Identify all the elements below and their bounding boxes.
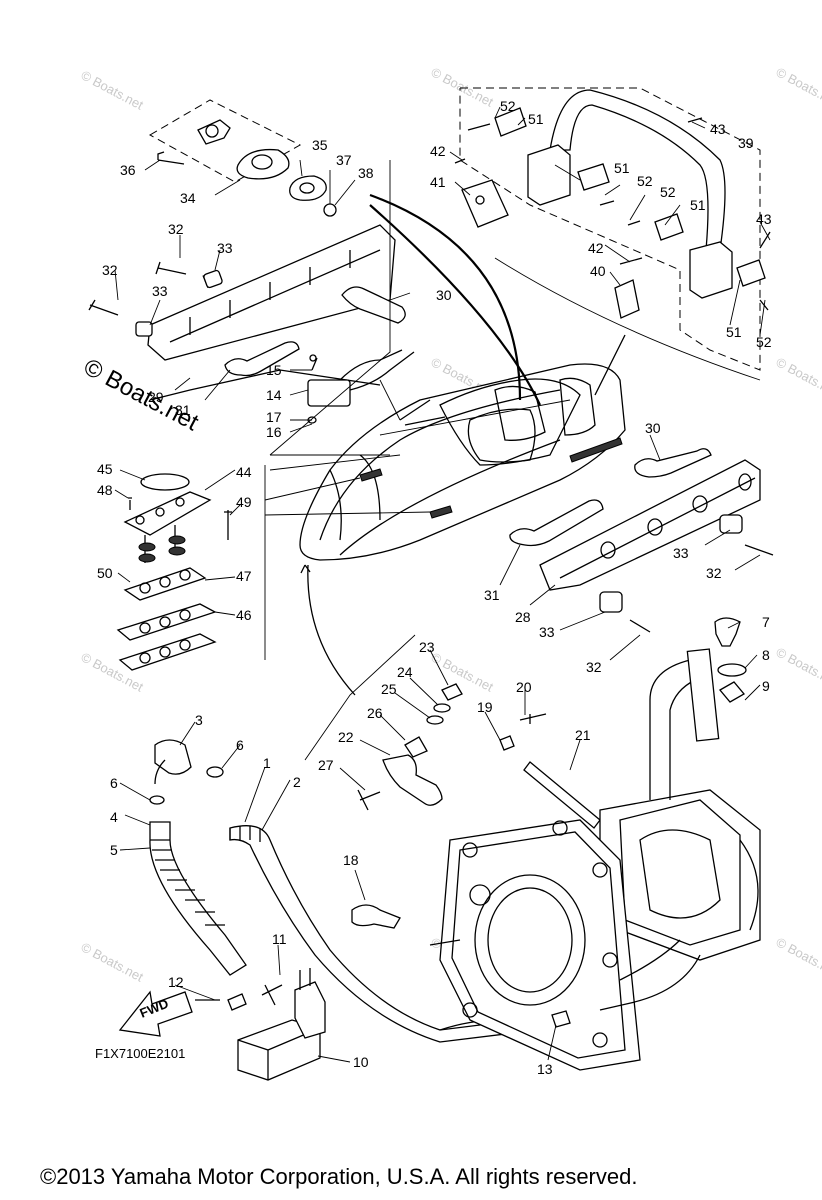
engine-block	[429, 819, 681, 1071]
forward-arrow-icon: FWD	[118, 990, 193, 1037]
callout-numbers: 1 2 3 4 5 6 6 7 8 9 10 11 12 13 14 15 16…	[97, 98, 772, 1077]
sponson-rail-group	[509, 448, 774, 703]
callout-label: 4	[110, 809, 118, 825]
callout-label: 42	[430, 143, 446, 159]
bracket-14	[307, 349, 415, 424]
tie-down-group	[116, 473, 232, 671]
callout-label: 26	[367, 705, 383, 721]
callout-label: 1	[263, 755, 271, 771]
callout-label: 46	[236, 607, 252, 623]
callout-label: 23	[419, 639, 435, 655]
callout-label: 2	[293, 774, 301, 790]
callout-label: 25	[381, 681, 397, 697]
callout-label: 43	[756, 211, 772, 227]
callout-label: 10	[353, 1054, 369, 1070]
callout-label: 31	[175, 402, 191, 418]
callout-label: 17	[266, 409, 282, 425]
watermark-text: © Boats.net	[774, 354, 822, 399]
clip-18	[351, 904, 401, 929]
callout-label: 16	[266, 424, 282, 440]
callout-label: 38	[358, 165, 374, 181]
callout-label: 52	[756, 334, 772, 350]
callout-label: 28	[515, 609, 531, 625]
callout-label: 12	[168, 974, 184, 990]
callout-label: 35	[312, 137, 328, 153]
callout-label: 30	[436, 287, 452, 303]
callout-label: 51	[690, 197, 706, 213]
callout-label: 8	[762, 647, 770, 663]
cover-group	[148, 99, 381, 401]
connector-lines	[264, 193, 626, 696]
group-brackets	[264, 160, 761, 761]
callout-label: 13	[537, 1061, 553, 1077]
watermark-large: © Boats.net	[79, 353, 203, 436]
callout-label: 52	[660, 184, 676, 200]
callout-label: 29	[148, 389, 164, 405]
callout-label: 43	[710, 121, 726, 137]
callout-label: 6	[236, 737, 244, 753]
watermark-text: © Boats.net	[774, 644, 822, 689]
callout-label: 39	[738, 135, 754, 151]
callout-label: 18	[343, 852, 359, 868]
callout-label: 48	[97, 482, 113, 498]
watermark-text: © Boats.net	[774, 934, 822, 979]
watermark-text: © Boats.net	[429, 649, 497, 694]
callout-label: 20	[516, 679, 532, 695]
callout-label: 21	[575, 727, 591, 743]
callout-label: 31	[484, 587, 500, 603]
callout-label: 11	[272, 931, 287, 947]
callout-label: 32	[102, 262, 118, 278]
callout-label: 32	[706, 565, 722, 581]
callout-label: 6	[110, 775, 118, 791]
jet-pump-group	[599, 648, 761, 1006]
callout-label: 51	[528, 111, 544, 127]
watermark-text: © Boats.net	[429, 64, 497, 109]
callout-label: 32	[168, 221, 184, 237]
callout-label: 44	[236, 464, 252, 480]
callout-label: 27	[318, 757, 334, 773]
callout-label: 32	[586, 659, 602, 675]
grab-handle-group	[454, 87, 771, 371]
callout-label: 49	[236, 494, 252, 510]
callout-label: 33	[152, 283, 168, 299]
watermark-text: © Boats.net	[79, 67, 147, 112]
callout-label: 5	[110, 842, 118, 858]
callout-label: 33	[673, 545, 689, 561]
callout-label: 3	[195, 712, 203, 728]
callout-label: 36	[120, 162, 136, 178]
leader-lines	[114, 106, 771, 1063]
callout-label: 52	[637, 173, 653, 189]
control-box-group	[195, 968, 326, 1081]
callout-label: 51	[726, 324, 742, 340]
watermark-text: © Boats.net	[774, 64, 822, 109]
callout-label: 51	[614, 160, 630, 176]
callout-label: 34	[180, 190, 196, 206]
callout-label: 41	[430, 174, 446, 190]
callout-label: 33	[217, 240, 233, 256]
callout-label: 37	[336, 152, 352, 168]
callout-label: 47	[236, 568, 252, 584]
watermark-text: © Boats.net	[79, 939, 147, 984]
callout-label: 24	[397, 664, 413, 680]
upper-rail	[88, 224, 406, 377]
callout-label: 19	[477, 699, 493, 715]
callout-label: 50	[97, 565, 113, 581]
callout-label: 45	[97, 461, 113, 477]
copyright-notice: ©2013 Yamaha Motor Corporation, U.S.A. A…	[40, 1164, 637, 1189]
watercraft-hull	[299, 363, 626, 561]
drawing-code: F1X7100E2101	[95, 1046, 185, 1061]
callout-label: 14	[266, 387, 282, 403]
callout-label: 7	[762, 614, 770, 630]
callout-label: 33	[539, 624, 555, 640]
callout-label: 30	[645, 420, 661, 436]
callout-label: 15	[266, 362, 282, 378]
callout-label: 22	[338, 729, 354, 745]
callout-label: 9	[762, 678, 770, 694]
small-parts-group	[357, 683, 601, 829]
callout-label: 42	[588, 240, 604, 256]
callout-label: 40	[590, 263, 606, 279]
callout-label: 52	[500, 98, 516, 114]
